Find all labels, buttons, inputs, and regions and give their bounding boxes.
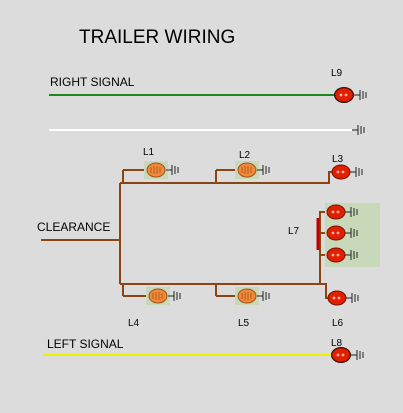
- ground-symbol: [353, 89, 367, 101]
- lamp-l5-label: L5: [238, 318, 250, 329]
- lamp-l8: [331, 347, 351, 363]
- lamp-l3: [331, 164, 351, 180]
- lamp-l2: [234, 160, 260, 180]
- lamp-l7-middle: [326, 225, 346, 241]
- lamp-l6-label: L6: [332, 318, 344, 329]
- lamp-l8-label: L8: [331, 338, 343, 349]
- lamp-l2-label: L2: [239, 150, 251, 161]
- clearance-label: CLEARANCE: [37, 220, 110, 234]
- left-signal-label: LEFT SIGNAL: [47, 337, 124, 351]
- lamp-l7-top: [326, 204, 346, 220]
- lamp-l3-label: L3: [332, 154, 344, 165]
- diagram-title: TRAILER WIRING: [79, 27, 235, 48]
- ground-symbol: [351, 124, 365, 136]
- lamp-l1: [143, 160, 169, 180]
- lamp-l9: [334, 87, 354, 103]
- ground-symbol: [345, 292, 359, 304]
- lamp-l1-label: L1: [143, 147, 155, 158]
- lamp-l9-label: L9: [331, 68, 343, 79]
- lamp-l6: [327, 290, 347, 306]
- lamp-l7-label: L7: [288, 226, 300, 237]
- lamp-l5: [234, 286, 260, 306]
- ground-symbol: [349, 166, 363, 178]
- ground-symbol: [350, 349, 364, 361]
- lamp-l7-bottom: [326, 247, 346, 263]
- clearance-wire: [41, 169, 335, 299]
- lamp-l4: [145, 286, 171, 306]
- right-signal-label: RIGHT SIGNAL: [50, 75, 135, 89]
- lamp-l4-label: L4: [128, 318, 140, 329]
